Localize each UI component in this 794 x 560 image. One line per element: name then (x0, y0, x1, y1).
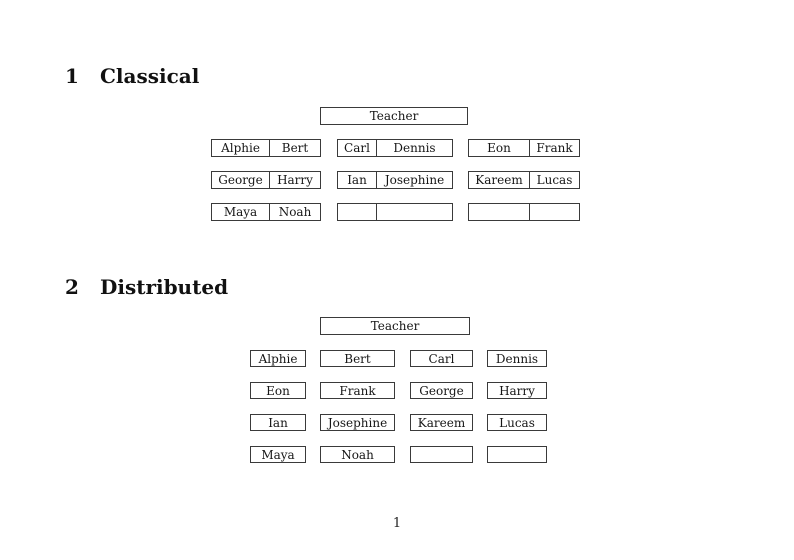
seat-box: Ian (250, 414, 306, 431)
seat-box: Maya (250, 446, 306, 463)
seat-cell: Noah (278, 205, 312, 219)
seat-cell: Kareem (469, 172, 530, 188)
seat-box: Eon (250, 382, 306, 399)
seat-cell: Carl (338, 140, 377, 156)
seat-cell: Bert (281, 141, 309, 155)
seat-box (410, 446, 473, 463)
seat-cell: Ian (338, 172, 377, 188)
seat-cell: Harry (277, 173, 313, 187)
seat-cell: Alphie (212, 140, 270, 156)
section-number: 2 (65, 275, 79, 299)
seat-pair: Ian Josephine (337, 171, 453, 189)
seat-cell (469, 204, 530, 220)
seat-box: George (410, 382, 473, 399)
seat-box: Frank (320, 382, 395, 399)
page-number: 1 (392, 516, 402, 531)
seat-box: Lucas (487, 414, 547, 431)
section-title: Classical (100, 64, 200, 88)
teacher-label: Teacher (370, 319, 420, 333)
seat-pair: Maya Noah (211, 203, 321, 221)
seat-pair (337, 203, 453, 221)
seat-cell: Maya (212, 204, 270, 220)
seat-pair (468, 203, 580, 221)
seat-box: Josephine (320, 414, 395, 431)
section-heading-distributed: 2 Distributed (65, 275, 228, 299)
seat-cell: Dennis (393, 141, 436, 155)
seat-cell (338, 204, 377, 220)
seat-pair: Carl Dennis (337, 139, 453, 157)
seat-box: Alphie (250, 350, 306, 367)
seat-cell: Frank (536, 141, 573, 155)
seat-pair: Eon Frank (468, 139, 580, 157)
seat-cell: Josephine (384, 173, 445, 187)
teacher-box-distributed: Teacher (320, 317, 470, 335)
seat-pair: George Harry (211, 171, 321, 189)
teacher-box-classical: Teacher (320, 107, 468, 125)
seat-box: Noah (320, 446, 395, 463)
seat-cell: George (212, 172, 270, 188)
seat-box: Harry (487, 382, 547, 399)
seat-box: Carl (410, 350, 473, 367)
seat-box: Dennis (487, 350, 547, 367)
seat-box: Bert (320, 350, 395, 367)
seat-cell (530, 204, 579, 220)
section-heading-classical: 1 Classical (65, 64, 199, 88)
section-title: Distributed (100, 275, 229, 299)
seat-box (487, 446, 547, 463)
seat-pair: Alphie Bert (211, 139, 321, 157)
seat-cell: Eon (469, 140, 530, 156)
teacher-label: Teacher (369, 109, 419, 123)
seat-pair: Kareem Lucas (468, 171, 580, 189)
seat-cell (377, 204, 452, 220)
seat-cell: Lucas (536, 173, 573, 187)
section-number: 1 (65, 64, 79, 88)
seat-box: Kareem (410, 414, 473, 431)
